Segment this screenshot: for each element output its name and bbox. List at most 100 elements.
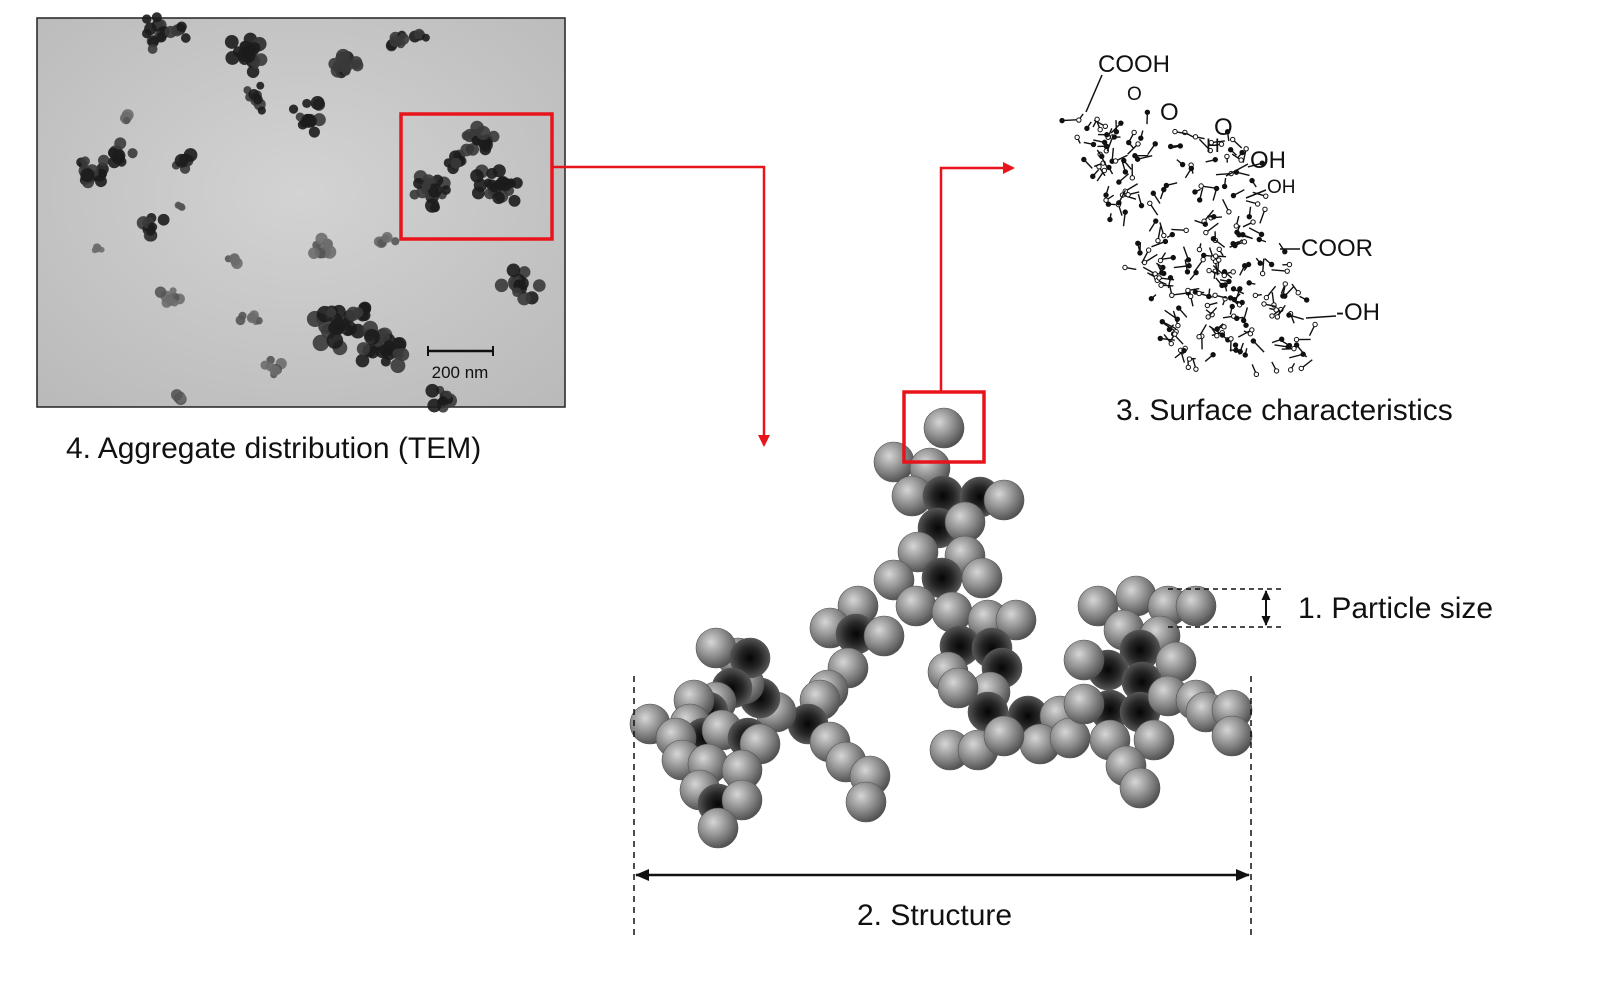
surface-atom	[1225, 154, 1229, 158]
surface-atom	[1251, 339, 1255, 343]
tem-particle	[152, 12, 162, 22]
surface-atom	[1119, 121, 1123, 125]
tem-particle	[181, 33, 191, 43]
surface-atom	[1123, 265, 1127, 269]
surface-atom	[1145, 110, 1149, 114]
aggregate-particle	[924, 408, 964, 448]
surface-atom	[1171, 255, 1175, 259]
tem-particle	[507, 264, 521, 278]
surface-atom	[1104, 193, 1108, 197]
surface-atom	[1262, 302, 1266, 306]
tem-particle	[176, 203, 182, 209]
surface-atom	[1197, 335, 1201, 339]
surface-atom	[1234, 224, 1238, 228]
tem-particle	[425, 198, 439, 212]
surface-atom	[1242, 240, 1246, 244]
surface-atom	[1197, 198, 1201, 202]
aggregate-distribution-label: 4. Aggregate distribution (TEM)	[66, 432, 481, 466]
tem-particle	[512, 287, 522, 297]
surface-atom	[1239, 158, 1243, 162]
aggregate-particle	[846, 782, 886, 822]
tem-particle	[425, 384, 439, 398]
surface-atom	[1102, 168, 1106, 172]
surface-atom	[1230, 304, 1234, 308]
surface-atom	[1077, 118, 1081, 122]
tem-particle	[171, 389, 183, 401]
surface-atom	[1159, 283, 1163, 287]
tem-particle	[489, 183, 499, 193]
surface-atom	[1160, 319, 1164, 323]
aggregate-particle	[1156, 642, 1196, 682]
surface-atom	[1228, 148, 1232, 152]
tem-particle	[410, 190, 420, 200]
surface-atom	[1255, 202, 1259, 206]
surface-atom	[1259, 232, 1263, 236]
surface-atom	[1257, 237, 1261, 241]
tem-particle	[146, 226, 155, 235]
surface-atom	[1219, 142, 1223, 146]
surface-atom	[1213, 293, 1217, 297]
surface-atom	[1127, 140, 1131, 144]
surface-atom	[1194, 270, 1198, 274]
tem-particle	[533, 279, 546, 292]
structure-label: 2. Structure	[857, 899, 1012, 933]
tem-particle	[486, 168, 497, 179]
surface-atom	[1296, 291, 1300, 295]
surface-atom	[1161, 265, 1165, 269]
surface-atom	[1244, 323, 1248, 327]
surface-atom	[1117, 180, 1121, 184]
surface-atom	[1202, 253, 1206, 257]
surface-atom	[1193, 135, 1197, 139]
surface-atom	[1154, 219, 1158, 223]
o-label-1: O	[1127, 84, 1142, 105]
tem-particle	[225, 51, 239, 65]
surface-atom	[1197, 291, 1201, 295]
surface-atom	[1194, 367, 1198, 371]
surface-atom	[1139, 136, 1143, 140]
h-label: H	[1206, 136, 1220, 157]
surface-atom	[1288, 368, 1292, 372]
surface-atom	[1240, 300, 1244, 304]
aggregate-cluster	[630, 408, 1252, 848]
surface-atom	[1169, 341, 1173, 345]
surface-atom	[1187, 357, 1191, 361]
surface-atom	[1157, 276, 1161, 280]
tem-particle	[251, 60, 260, 69]
tem-particle	[357, 342, 370, 355]
surface-atom	[1247, 281, 1251, 285]
tem-particle	[260, 361, 269, 370]
surface-atom	[1085, 126, 1089, 130]
surface-atom	[1114, 130, 1118, 134]
tem-particle	[123, 117, 130, 124]
tem-particle	[114, 137, 126, 149]
surface-atom	[1258, 261, 1262, 265]
surface-atom	[1091, 174, 1095, 178]
surface-atom	[1158, 258, 1162, 262]
tem-particle	[472, 187, 485, 200]
tem-particle	[238, 312, 246, 320]
tem-particle	[470, 169, 483, 182]
tem-to-structure-arrow	[552, 167, 764, 445]
surface-atom	[1162, 233, 1166, 237]
surface-atom	[1313, 322, 1317, 326]
tem-particle	[158, 214, 170, 226]
tem-particle	[335, 317, 349, 331]
surface-atom	[1304, 298, 1308, 302]
surface-atom	[1205, 303, 1209, 307]
surface-atom	[1136, 142, 1140, 146]
surface-atom	[1186, 258, 1190, 262]
tem-particle	[248, 42, 260, 54]
surface-atom	[1189, 166, 1193, 170]
surface-atom	[1247, 214, 1251, 218]
surface-atom	[1217, 247, 1221, 251]
tem-particle	[148, 44, 158, 54]
tem-particle	[396, 348, 409, 361]
oh-label-3: -OH	[1336, 299, 1380, 326]
tem-particle	[184, 148, 198, 162]
aggregate-particle	[1120, 768, 1160, 808]
aggregate-particle	[1212, 716, 1252, 756]
surface-atom	[1287, 262, 1291, 266]
aggregate-particle	[984, 716, 1024, 756]
surface-atom	[1203, 222, 1207, 226]
